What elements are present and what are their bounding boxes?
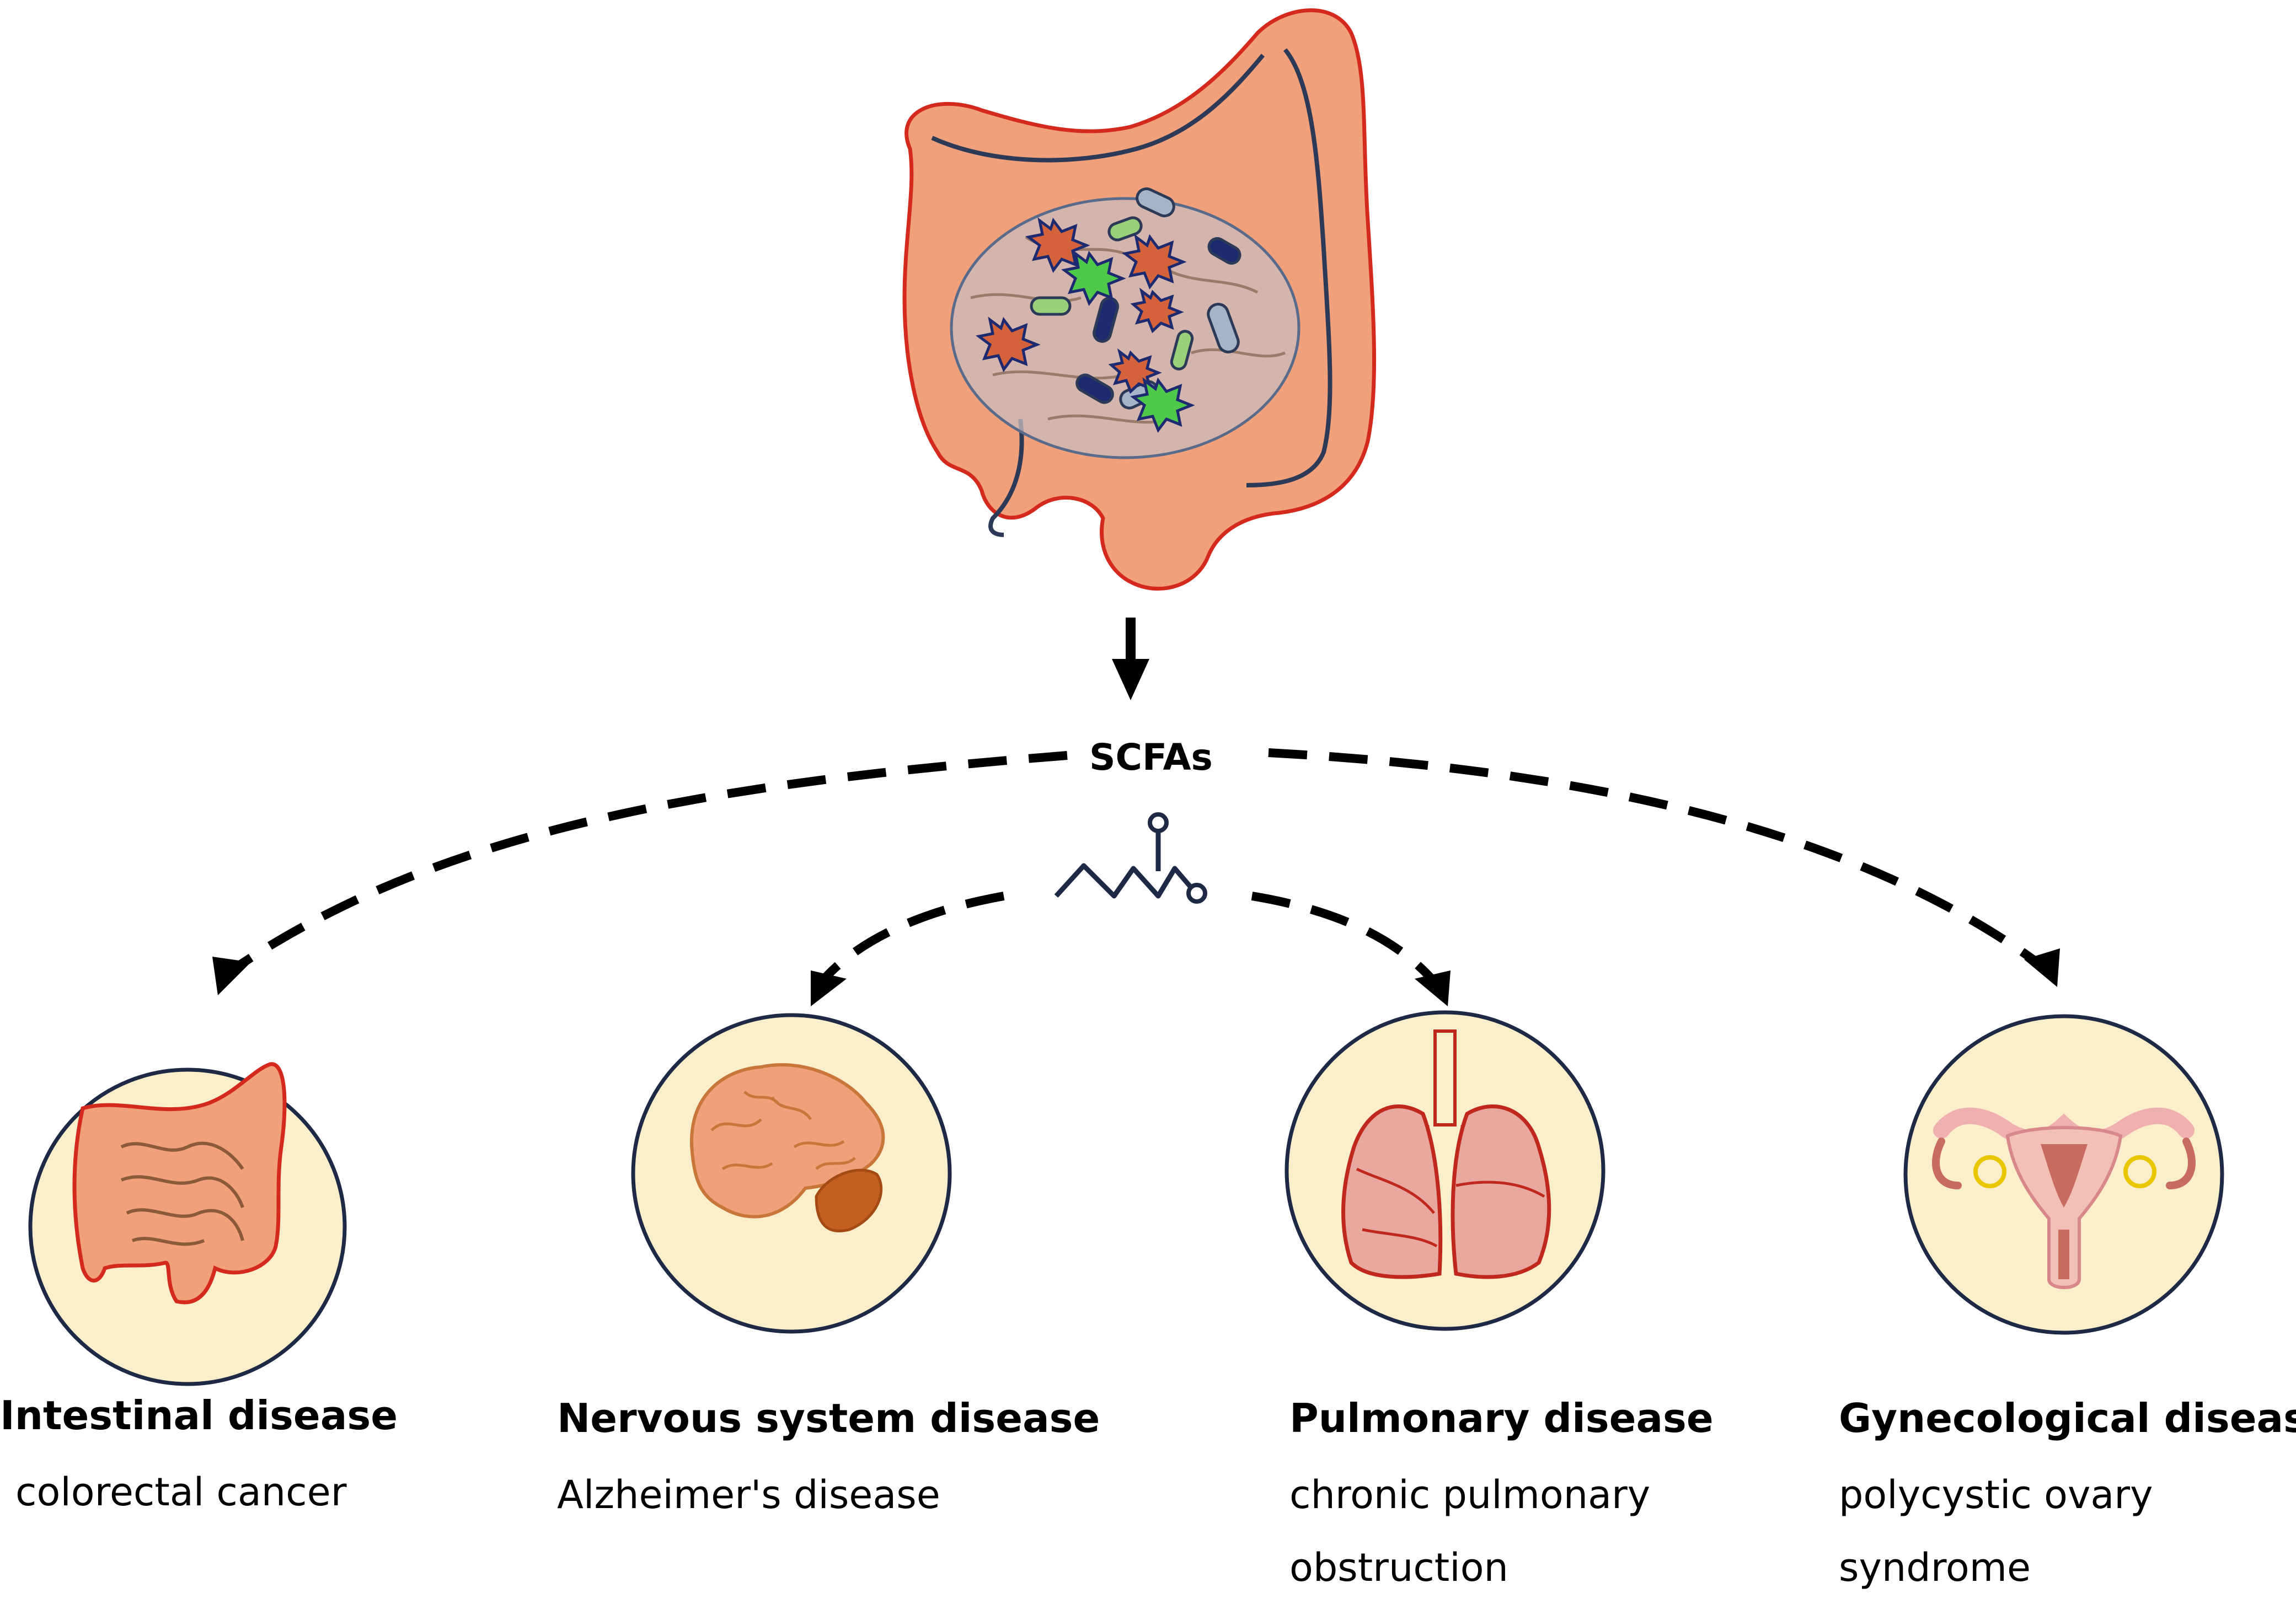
- intestine-icon: [72, 1062, 287, 1305]
- microbiota-magnifier: [950, 197, 1300, 459]
- spiky-bacterium: [1025, 217, 1090, 273]
- arrowhead-intestinal: [212, 957, 251, 995]
- disease-title-intestinal: Intestinal disease: [0, 1392, 398, 1439]
- colon-with-microbiota-icon: [902, 8, 1377, 591]
- bacterium: [1075, 373, 1114, 404]
- dashed-arrow-nervous: [818, 892, 1005, 985]
- brain-icon: [689, 1063, 885, 1232]
- down-arrow: [1112, 618, 1149, 700]
- disease-desc-pulmonary: chronic pulmonary obstruction: [1289, 1472, 1651, 1590]
- disease-circle-nervous: [631, 1013, 952, 1334]
- dashed-arrow-gynecological: [1268, 748, 2043, 969]
- colon-tail: [988, 419, 1024, 537]
- arrowhead-pulmonary: [1415, 970, 1451, 1006]
- colon-inner-line: [931, 48, 1332, 487]
- spiky-bacterium: [976, 316, 1041, 373]
- disease-circle-gynecological: [1903, 1014, 2224, 1335]
- dashed-arrow-intestinal: [229, 751, 1068, 974]
- scfa-label: SCFAs: [1089, 736, 1213, 779]
- spiky-bacterium: [1130, 287, 1184, 334]
- disease-title-pulmonary: Pulmonary disease: [1289, 1395, 1714, 1441]
- bacterium: [1107, 216, 1143, 242]
- uterus-icon: [1932, 1107, 2196, 1289]
- disease-title-nervous: Nervous system disease: [557, 1395, 1100, 1441]
- lungs-icon: [1341, 1029, 1551, 1279]
- dashed-arrow-pulmonary: [1251, 892, 1438, 985]
- spiky-bacterium: [1122, 234, 1187, 290]
- arrowhead-gynecological: [2024, 948, 2060, 987]
- disease-desc-gynecological: polycystic ovary syndrome: [1839, 1472, 2153, 1590]
- disease-title-gynecological: Gynecological disease: [1839, 1395, 2296, 1441]
- disease-desc-nervous: Alzheimer's disease: [557, 1472, 940, 1517]
- disease-circle-pulmonary: [1285, 1010, 1605, 1331]
- bacterium: [1136, 187, 1175, 218]
- arrowhead-nervous: [811, 970, 847, 1006]
- tissue-lines: [970, 235, 1286, 424]
- spiky-bacterium: [1061, 250, 1126, 307]
- disease-circle-intestinal: [28, 1062, 347, 1386]
- disease-desc-intestinal: colorectal cancer: [15, 1469, 347, 1515]
- spiky-bacterium: [1130, 377, 1195, 433]
- bacterium: [1170, 330, 1194, 371]
- bacterium: [1207, 237, 1241, 265]
- scfa-molecule-icon: [1054, 812, 1207, 904]
- bacteria: [976, 187, 1241, 433]
- bacterium: [1207, 303, 1240, 353]
- bacterium: [1030, 296, 1072, 316]
